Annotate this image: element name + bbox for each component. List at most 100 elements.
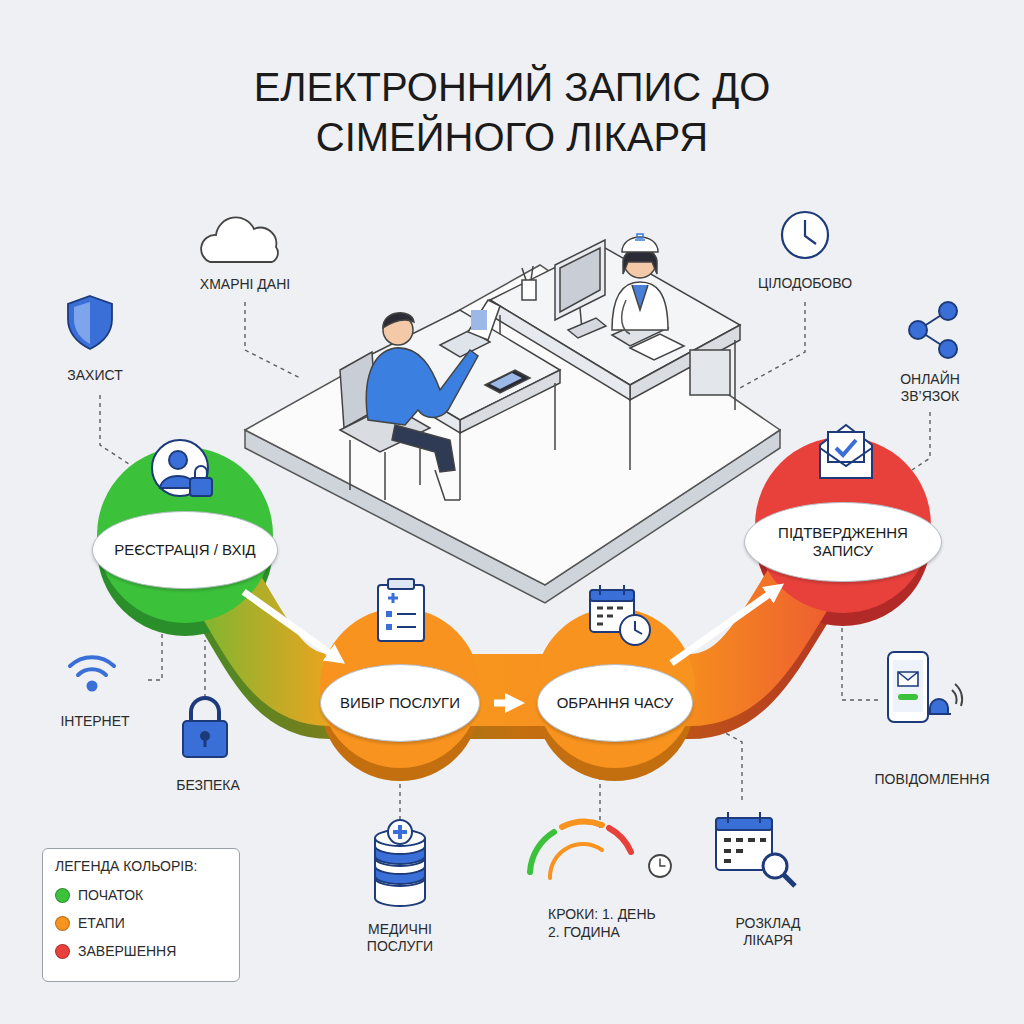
leader-lines (912, 412, 930, 470)
phone-icon (927, 699, 951, 714)
icon-label: ОНЛАЙН ЗВ’ЯЗОК (883, 371, 978, 406)
calendar-clock-icon (590, 585, 650, 645)
clock-icon (805, 220, 816, 244)
patient-desk (490, 373, 522, 389)
doctor-figure (622, 300, 630, 334)
icon-label: БЕЗПЕКА (176, 777, 240, 795)
legend-label: ЗАВЕРШЕННЯ (78, 943, 176, 959)
patient-desk (459, 433, 461, 500)
schedule-search-icon (716, 818, 772, 830)
envelope-check-icon (820, 425, 872, 478)
icon-label: ЛЕГЕНДА КОЛЬОРІВ: (55, 858, 197, 876)
icon-label: ПОВІДОМЛЕННЯ (874, 771, 989, 789)
step-label: РЕЄСТРАЦІЯ / ВХІД (114, 541, 256, 559)
phone-icon (898, 694, 918, 700)
step-label: ПІДТВЕРДЖЕННЯ ЗАПИСУ (768, 524, 918, 560)
patient-figure (366, 348, 478, 425)
envelope-check-icon (836, 440, 856, 455)
calendar-clock-icon (599, 585, 601, 595)
computer-monitor (531, 266, 533, 280)
clipboard-icon (378, 579, 424, 641)
process-step: ПІДТВЕРДЖЕННЯ ЗАПИСУ (744, 502, 942, 582)
step-label: ВИБІР ПОСЛУГИ (340, 694, 460, 712)
padlock-icon (204, 738, 207, 747)
computer-monitor (522, 268, 526, 280)
share-icon (939, 302, 957, 320)
doctor-figure (612, 234, 668, 334)
wifi-icon (78, 669, 106, 675)
process-step: ОБРАННЯ ЧАСУ (537, 664, 693, 742)
flow-arrow (494, 700, 515, 707)
share-icon (909, 321, 927, 339)
legend-item: ПОЧАТОК (55, 887, 143, 903)
clipboard-icon (388, 579, 414, 589)
legend-item: ЕТАПИ (55, 915, 125, 931)
envelope-check-icon (820, 448, 872, 466)
doctor-desk (734, 340, 736, 410)
cloud-icon (201, 217, 278, 262)
clipboard-icon (386, 611, 392, 617)
database-icon (375, 820, 425, 906)
legend-item: ЗАВЕРШЕННЯ (55, 943, 176, 959)
clock-icon (782, 212, 828, 258)
user-lock-icon (195, 466, 207, 478)
share-icon (939, 340, 957, 358)
computer-monitor (630, 334, 684, 360)
doctor-figure (623, 249, 657, 274)
legend-label: ЕТАПИ (78, 915, 125, 931)
clock-icon (782, 212, 828, 258)
schedule-search-icon (784, 875, 795, 886)
patient-desk (554, 383, 556, 450)
patient-chair (349, 440, 351, 490)
calendar-clock-icon (623, 585, 625, 595)
progress-gauge-icon (530, 822, 671, 878)
patient-figure (392, 425, 455, 472)
legend-label: ПОЧАТОК (78, 887, 143, 903)
shield-icon (74, 302, 90, 344)
leader-lines (100, 395, 138, 470)
shield-icon (68, 296, 112, 349)
doctor-figure (632, 285, 648, 310)
clipboard-icon (386, 624, 392, 630)
icon-label: ІНТЕРНЕТ (60, 713, 129, 731)
calendar-clock-icon (620, 615, 650, 645)
user-lock-icon (169, 451, 187, 469)
legend-swatch (55, 888, 70, 903)
database-icon (375, 846, 425, 884)
schedule-search-icon (759, 812, 761, 823)
doctor-figure (612, 282, 668, 330)
phone-icon (888, 652, 928, 722)
icon-label: ЗАХИСТ (67, 367, 122, 385)
process-band (755, 437, 931, 613)
icon-label: КРОКИ: 1. ДЕНЬ 2. ГОДИНА (548, 906, 668, 941)
flow-arrow (671, 589, 775, 663)
progress-gauge-icon (660, 859, 665, 866)
leader-lines (599, 772, 600, 828)
patient-desk (471, 310, 487, 330)
schedule-search-icon (724, 840, 766, 861)
clipboard-icon (388, 593, 398, 603)
process-step: РЕЄСТРАЦІЯ / ВХІД (92, 511, 279, 589)
patient-desk (485, 370, 530, 393)
phone-icon (888, 652, 962, 722)
legend-swatch (55, 944, 70, 959)
envelope-check-icon (820, 425, 872, 478)
wifi-icon (70, 657, 114, 666)
flow-arrow (244, 592, 337, 658)
user-lock-icon (152, 440, 212, 496)
patient-figure (435, 470, 460, 500)
database-icon (375, 838, 425, 906)
legend-swatch (55, 916, 70, 931)
leader-lines (740, 302, 805, 388)
clipboard-icon (378, 585, 424, 641)
wifi-icon (70, 657, 114, 689)
phone-icon (898, 672, 918, 686)
progress-gauge-icon (550, 844, 602, 878)
shield-icon (68, 296, 112, 349)
icon-label: ЦІЛОДОБОВО (758, 275, 852, 293)
phone-icon (952, 684, 962, 706)
user-lock-icon (190, 478, 212, 496)
computer-monitor (560, 248, 600, 312)
icon-label: МЕДИЧНІ ПОСЛУГИ (348, 921, 453, 956)
process-step: ВИБІР ПОСЛУГИ (320, 664, 480, 742)
